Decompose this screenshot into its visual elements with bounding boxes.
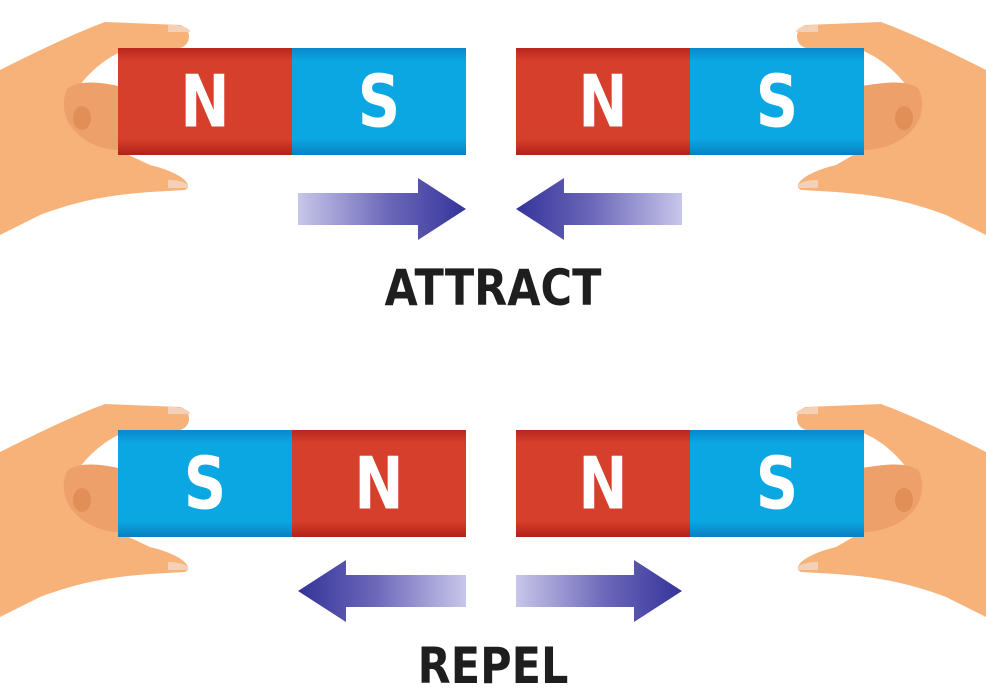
south-pole-segment xyxy=(292,48,466,155)
south-pole-segment xyxy=(690,430,864,537)
fingernail xyxy=(168,180,189,188)
thumb-crease xyxy=(73,488,91,512)
south-pole-segment xyxy=(690,48,864,155)
hand-top-left xyxy=(0,22,190,235)
thumb-crease xyxy=(895,106,913,130)
north-pole-segment xyxy=(118,48,292,155)
hand-top-right xyxy=(796,22,986,235)
hand-thumb-shadow xyxy=(862,464,923,532)
north-pole-label: N xyxy=(578,442,627,526)
fingernail xyxy=(797,562,818,570)
caption-repel: REPEL xyxy=(417,637,569,695)
north-pole-label: N xyxy=(180,60,229,144)
fingernail xyxy=(796,406,818,414)
hand-bottom-left xyxy=(0,404,190,617)
fingernail xyxy=(168,406,190,414)
arrow-right-icon xyxy=(298,178,466,240)
south-pole-label: S xyxy=(756,442,799,526)
thumb-crease xyxy=(73,106,91,130)
fingernail xyxy=(168,562,189,570)
south-pole-segment xyxy=(118,430,292,537)
thumb-crease xyxy=(895,488,913,512)
fingernail xyxy=(797,180,818,188)
north-pole-segment xyxy=(516,48,690,155)
fingernail xyxy=(796,24,818,32)
north-pole-segment xyxy=(292,430,466,537)
caption-attract: ATTRACT xyxy=(384,259,602,317)
fingernail xyxy=(168,24,190,32)
arrows-layer xyxy=(298,178,682,622)
arrow-left-icon xyxy=(516,178,682,240)
arrow-left-icon xyxy=(298,560,466,622)
north-pole-segment xyxy=(516,430,690,537)
hand-bottom-right xyxy=(796,404,986,617)
north-pole-label: N xyxy=(354,442,403,526)
south-pole-label: S xyxy=(756,60,799,144)
arrow-right-icon xyxy=(516,560,682,622)
south-pole-label: S xyxy=(184,442,227,526)
hand-thumb-shadow xyxy=(862,82,923,150)
north-pole-label: N xyxy=(578,60,627,144)
south-pole-label: S xyxy=(358,60,401,144)
